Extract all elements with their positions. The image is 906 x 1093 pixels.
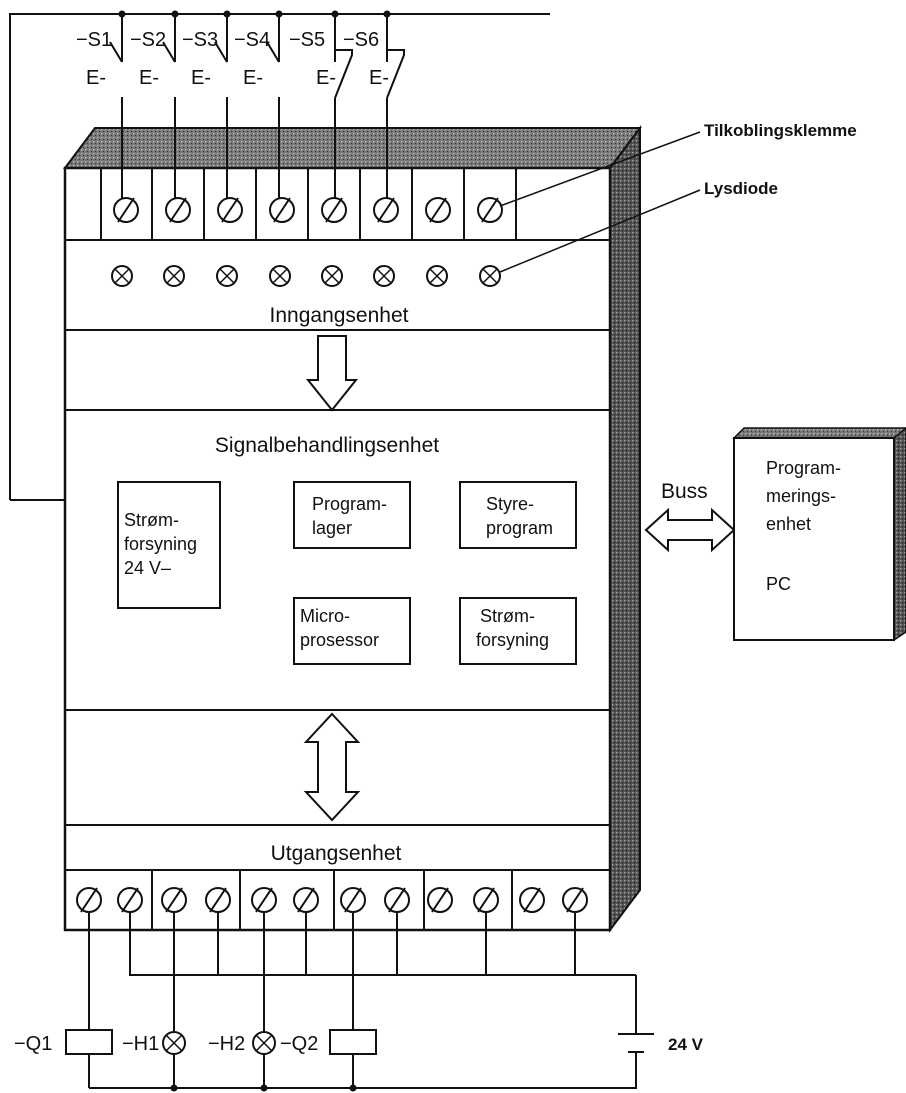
led-3 — [216, 265, 238, 287]
block-power-24v-line2: forsyning — [124, 534, 197, 554]
input-terminal-3 — [217, 197, 243, 223]
block-power-supply-line1: Strøm- — [480, 606, 535, 626]
switch-label-s4: −S4 — [234, 29, 270, 51]
callouts: Tilkoblingsklemme Lysdiode — [499, 121, 857, 273]
output-terminal-7 — [340, 887, 366, 913]
led-4 — [269, 265, 291, 287]
output-terminal-3 — [161, 887, 187, 913]
pc-line4: PC — [766, 574, 791, 594]
block-power-24v: Strøm- forsyning 24 V– — [117, 481, 221, 609]
output-terminal-1 — [76, 887, 102, 913]
output-terminal-6 — [293, 887, 319, 913]
input-switches: −S1 −S2 −S3 −S4 −S5 −S6 E- E- E- E- E- E… — [76, 10, 405, 200]
lamp-h2-label: −H2 — [208, 1033, 245, 1055]
bus: Buss — [644, 480, 736, 553]
pc-line1: Program- — [766, 458, 841, 478]
bus-arrow — [644, 507, 736, 553]
battery-24v: 24 V — [618, 1033, 704, 1054]
output-terminal-10 — [473, 887, 499, 913]
switch-actuator-2: E- — [139, 67, 159, 89]
block-power-supply: Strøm- forsyning — [459, 597, 577, 665]
switch-actuator-3: E- — [191, 67, 211, 89]
input-terminal-4 — [269, 197, 295, 223]
pc-line2: merings- — [766, 486, 836, 506]
block-program-memory-line2: lager — [312, 518, 352, 538]
pc-box — [733, 437, 895, 641]
led-8 — [479, 265, 501, 287]
battery-label: 24 V — [668, 1035, 704, 1054]
lamp-h1: −H1 — [122, 1031, 186, 1055]
block-microprocessor-line2: prosessor — [300, 630, 379, 650]
pc-line3: enhet — [766, 514, 811, 534]
output-terminal-2 — [117, 887, 143, 913]
input-terminal-7 — [425, 197, 451, 223]
output-terminal-8 — [384, 887, 410, 913]
contactor-q1: −Q1 — [14, 1029, 113, 1055]
block-control-program-line2: program — [486, 518, 553, 538]
output-terminal-11 — [519, 887, 545, 913]
switch-actuator-1: E- — [86, 67, 106, 89]
input-terminal-6 — [373, 197, 399, 223]
led-7 — [426, 265, 448, 287]
lamp-h2: −H2 — [208, 1031, 276, 1055]
block-program-memory-line1: Program- — [312, 494, 387, 514]
switch-actuator-6: E- — [369, 67, 389, 89]
led-2 — [163, 265, 185, 287]
switch-actuator-5: E- — [316, 67, 336, 89]
block-power-supply-line2: forsyning — [476, 630, 549, 650]
supply-wiring — [9, 13, 550, 501]
contactor-q1-label: −Q1 — [14, 1033, 52, 1055]
programming-pc: Program- merings- enhet PC — [732, 427, 906, 642]
block-control-program: Styre- program — [459, 481, 577, 549]
switch-label-s3: −S3 — [182, 29, 218, 51]
led-1 — [111, 265, 133, 287]
block-microprocessor: Micro- prosessor — [293, 597, 411, 665]
input-terminal-5 — [321, 197, 347, 223]
output-terminal-strip — [76, 870, 588, 930]
block-power-24v-line1: Strøm- — [124, 510, 179, 530]
output-terminal-4 — [205, 887, 231, 913]
input-leds — [111, 265, 501, 287]
block-microprocessor-line1: Micro- — [300, 606, 350, 626]
enclosure-side-face — [609, 125, 641, 933]
led-6 — [373, 265, 395, 287]
input-terminal-8 — [477, 197, 503, 223]
input-terminal-1 — [113, 197, 139, 223]
led-5 — [321, 265, 343, 287]
input-terminal-strip — [100, 168, 517, 240]
block-program-memory: Program- lager — [293, 481, 411, 549]
input-unit-title: Inngangsenhet — [270, 304, 409, 327]
output-terminal-9 — [427, 887, 453, 913]
input-to-processing-arrow — [305, 335, 359, 412]
lamp-h1-label: −H1 — [122, 1033, 159, 1055]
output-terminal-5 — [251, 887, 277, 913]
callout-terminal-label: Tilkoblingsklemme — [704, 121, 857, 140]
switch-actuator-4: E- — [243, 67, 263, 89]
callout-led-label: Lysdiode — [704, 179, 778, 198]
contactor-q2-label: −Q2 — [280, 1033, 318, 1055]
contactor-q2: −Q2 — [280, 1029, 377, 1055]
bus-label: Buss — [661, 480, 708, 503]
block-control-program-line1: Styre- — [486, 494, 534, 514]
enclosure-top-face — [63, 127, 642, 169]
processing-output-arrow — [303, 712, 361, 822]
output-unit-title: Utgangsenhet — [271, 842, 402, 865]
output-terminal-12 — [562, 887, 588, 913]
switch-label-s5: −S5 — [289, 29, 325, 51]
switch-label-s6: −S6 — [343, 29, 379, 51]
block-power-24v-line3: 24 V– — [124, 558, 171, 578]
output-wiring — [88, 912, 637, 1092]
input-terminal-2 — [165, 197, 191, 223]
switch-label-s1: −S1 — [76, 29, 112, 51]
processing-unit-title: Signalbehandlingsenhet — [215, 434, 439, 457]
switch-label-s2: −S2 — [130, 29, 166, 51]
